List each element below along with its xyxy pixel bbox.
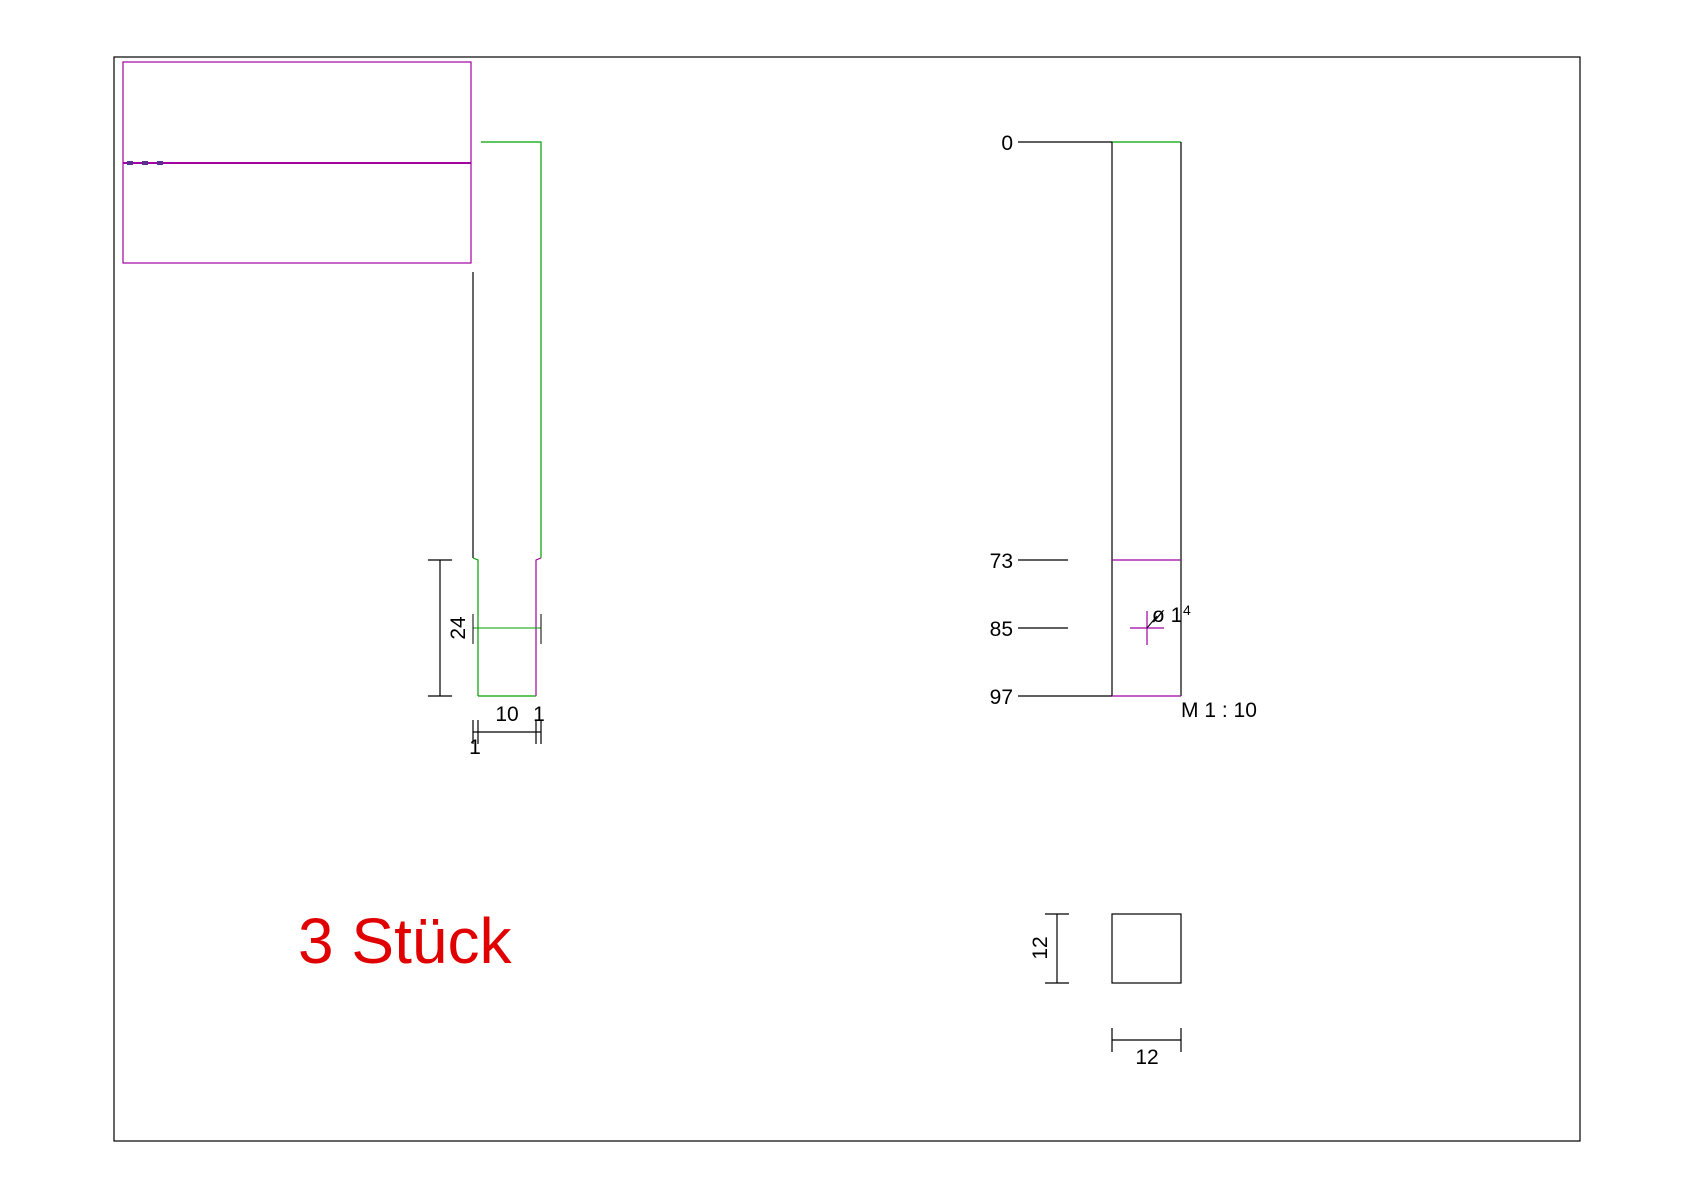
cross-section: 12 12 [1029,913,1182,1069]
side-view-notch-right [535,557,542,696]
side-dim-height-label: 24 [447,616,470,640]
detail-marker-2 [142,161,148,165]
side-view-notch-left [472,557,479,696]
side-dim-width-left-label: 1 [469,736,481,759]
level-1-label: 73 [990,550,1013,573]
level-bottom-label: 97 [990,686,1013,709]
level-top-label: 0 [1001,132,1013,155]
drawing-frame [113,56,1581,1142]
scale-label: M 1 : 10 [1181,699,1257,722]
quantity-label: 3 Stück [298,905,512,977]
side-view-top-edge [481,141,542,558]
side-dim-width-main-label: 10 [495,703,518,726]
section-dim-height-label: 12 [1029,936,1052,959]
section-dim-width-label: 12 [1135,1046,1158,1069]
front-view: ø 1 4 0 73 85 97 M 1 : 10 [990,132,1257,722]
side-view: 24 10 1 1 [428,141,545,759]
detail-box [122,61,472,264]
hole-leader [1146,615,1158,629]
detail-marker-3 [157,161,163,165]
detail-marker-1 [127,161,133,165]
hole-diameter-label: ø 1 [1152,604,1182,627]
level-2-label: 85 [990,618,1013,641]
hole-diameter-sup: 4 [1183,602,1191,618]
section-square [1111,913,1182,984]
side-dim-width-right-label: 1 [533,703,545,726]
